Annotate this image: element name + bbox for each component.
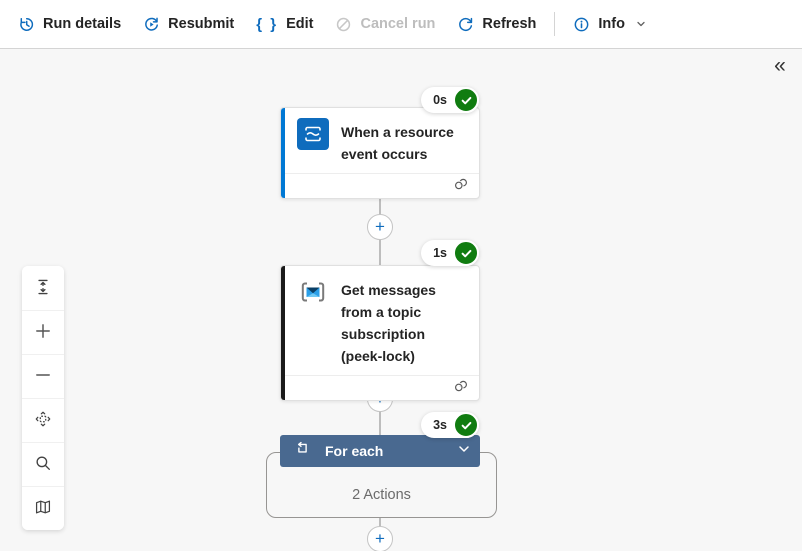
pan-button[interactable] [22,398,64,442]
plus-icon [34,322,52,343]
fit-view-icon [34,278,52,299]
success-check-icon [453,87,479,113]
action-status-badge[interactable]: 1s [421,240,479,266]
resubmit-icon [143,16,160,33]
run-details-label: Run details [43,16,122,32]
resubmit-button[interactable]: Resubmit [135,10,242,39]
collapse-panel-button[interactable]: « [764,51,796,81]
action-title: Get messages from a topic subscription (… [341,282,436,364]
foreach-status-badge[interactable]: 3s [421,412,479,438]
zoom-out-button[interactable] [22,354,64,398]
connection-icon [453,177,469,196]
trigger-status-badge[interactable]: 0s [421,87,479,113]
info-icon [573,16,590,33]
chevron-down-icon [635,18,647,30]
map-icon [34,498,52,519]
refresh-label: Refresh [482,16,537,32]
connection-icon [453,379,469,398]
minimap-button[interactable] [22,486,64,530]
workflow-canvas[interactable]: « + + + When a resource event occurs Get… [0,49,802,551]
zoom-toolbar [22,266,64,530]
minus-icon [34,366,52,387]
trigger-duration: 0s [433,93,447,107]
info-label: Info [598,16,625,32]
edit-button[interactable]: { } Edit [248,10,321,39]
cancel-run-label: Cancel run [360,16,436,32]
trigger-stripe [281,108,285,198]
foreach-header[interactable]: For each [280,435,480,467]
action-node[interactable]: Get messages from a topic subscription (… [280,265,480,401]
search-icon [34,454,52,475]
search-button[interactable] [22,442,64,486]
zoom-in-button[interactable] [22,310,64,354]
success-check-icon [453,412,479,438]
chevron-down-icon[interactable] [456,441,472,462]
foreach-title: For each [325,443,384,459]
trigger-title: When a resource event occurs [341,124,454,162]
add-step-button[interactable]: + [367,214,393,240]
foreach-duration: 3s [433,418,447,432]
resubmit-label: Resubmit [168,16,235,32]
service-bus-icon [297,276,329,308]
edit-label: Edit [286,16,314,32]
loop-icon [294,440,311,462]
trigger-node[interactable]: When a resource event occurs [280,107,480,199]
refresh-button[interactable]: Refresh [449,10,544,39]
info-button[interactable]: Info [565,10,655,39]
prohibited-icon [335,16,352,33]
toolbar-divider [554,12,556,36]
foreach-actions-count: 2 Actions [352,487,411,503]
fit-view-button[interactable] [22,266,64,310]
command-bar: Run details Resubmit { } Edit Cancel run… [0,0,802,49]
braces-icon: { } [256,15,279,33]
success-check-icon [453,240,479,266]
run-details-button[interactable]: Run details [10,10,129,39]
action-duration: 1s [433,246,447,260]
add-step-button[interactable]: + [367,526,393,551]
pan-icon [34,410,52,431]
event-grid-icon [297,118,329,150]
action-stripe [281,266,285,400]
cancel-run-button: Cancel run [327,10,443,39]
history-clock-icon [18,16,35,33]
refresh-icon [457,16,474,33]
